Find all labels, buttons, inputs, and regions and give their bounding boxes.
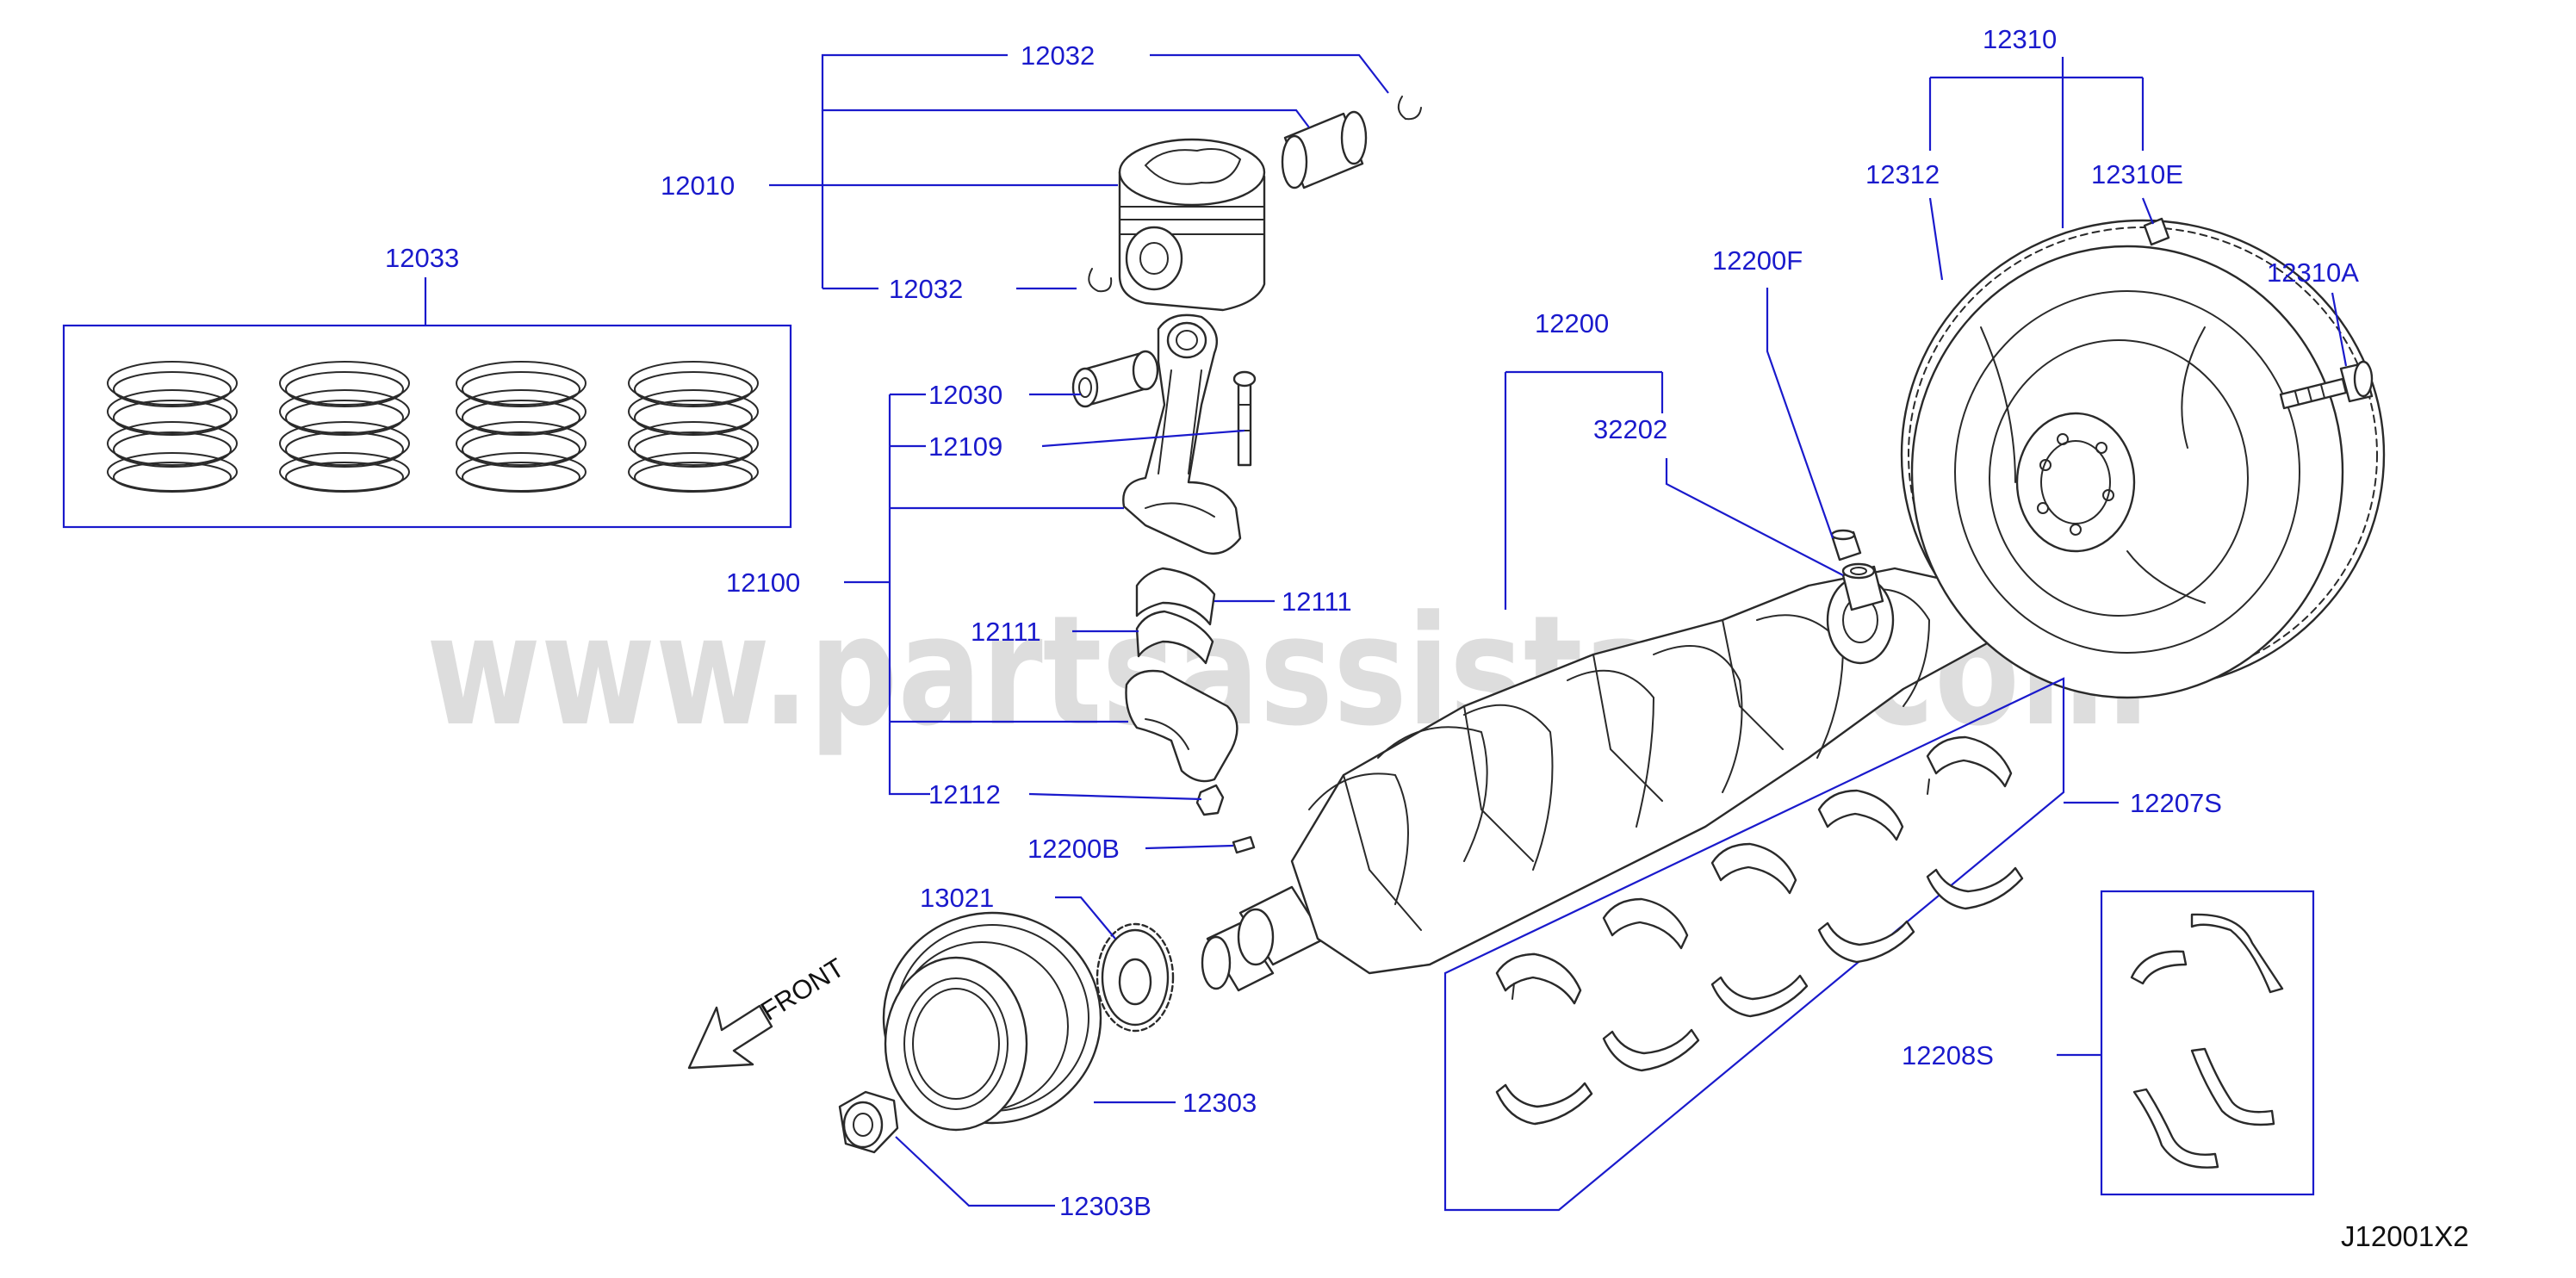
label-12112: 12112 [928,779,1001,810]
label-12303B: 12303B [1059,1191,1151,1221]
label-12033: 12033 [385,243,459,273]
label-32202: 32202 [1593,414,1667,444]
rod-cap [1125,669,1238,816]
label-12208S: 12208S [1902,1040,1994,1070]
woodruff-key [1232,835,1256,854]
front-arrow: FRONT [687,952,849,1070]
ring-set [107,361,238,493]
label-12310: 12310 [1983,24,2057,54]
label-12032-low: 12032 [889,274,963,304]
piston-assembly [1088,96,1422,312]
piston-ring-sets [62,324,792,529]
label-12200F: 12200F [1712,245,1803,276]
label-12310A: 12310A [2267,257,2359,288]
label-12100: 12100 [726,568,800,598]
label-12207S: 12207S [2130,788,2222,818]
label-13021: 13021 [920,883,994,913]
thrust-washer-set [2100,890,2315,1196]
leader-lines [424,53,2348,1207]
flywheel [1900,217,2386,699]
label-12310E: 12310E [2091,159,2183,189]
flywheel-dowel [1830,529,1862,561]
pilot-bushing [1841,562,1884,611]
rod-bearings [1135,567,1216,665]
crankshaft [1201,567,2000,992]
label-12111-right: 12111 [1282,586,1352,617]
crank-sprocket [1096,922,1175,1033]
label-12312: 12312 [1865,159,1940,189]
front-label: FRONT [755,952,849,1027]
label-12200B: 12200B [1027,834,1120,864]
label-12032-top: 12032 [1021,40,1095,71]
callout-labels: 12032 12010 12032 12033 12030 12109 1210… [385,24,2359,1221]
label-12111-left: 12111 [971,617,1041,647]
label-12030: 12030 [928,380,1002,410]
label-12303: 12303 [1182,1088,1257,1118]
label-12010: 12010 [661,171,735,201]
main-bearing-set [1443,677,2065,1212]
diagram-code: J12001X2 [2341,1220,2469,1252]
label-12200: 12200 [1535,308,1609,338]
crank-pulley [838,911,1102,1154]
label-12109: 12109 [928,431,1002,462]
connecting-rod [1071,313,1257,555]
